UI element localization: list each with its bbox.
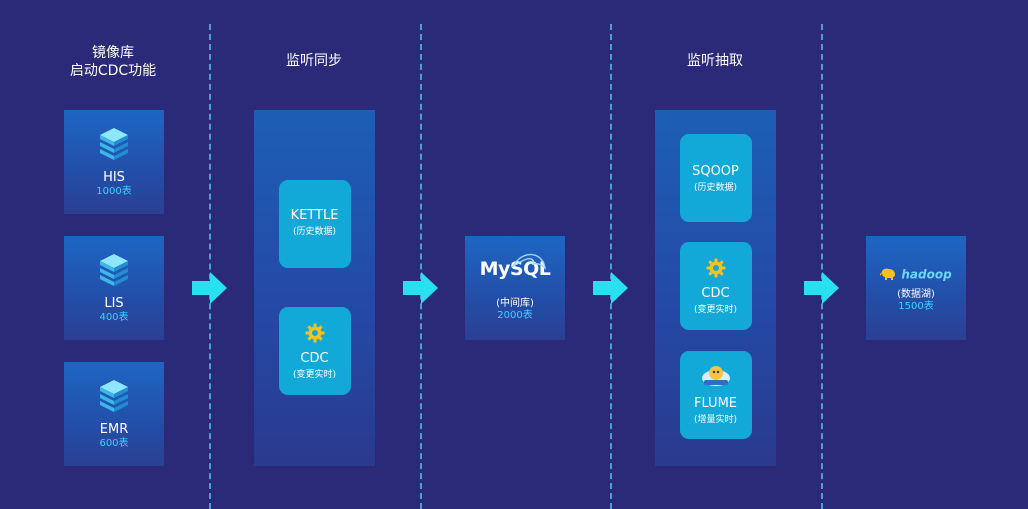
listen-sync-title: 监听同步 bbox=[214, 52, 414, 70]
divider-3 bbox=[610, 24, 612, 509]
source-card-his: HIS 1000表 bbox=[64, 110, 164, 214]
cdc-extract-tool: CDC (变更实时) bbox=[679, 242, 752, 330]
listen-extract-title-text: 监听抽取 bbox=[687, 53, 743, 69]
listen-extract-panel: SQOOP (历史数据) CDC (变更实时) bbox=[655, 110, 776, 466]
hadoop-label: (数据湖) bbox=[897, 289, 935, 300]
mysql-logo: MySQL bbox=[465, 253, 565, 280]
database-stack-icon bbox=[100, 128, 128, 160]
divider-4 bbox=[821, 24, 823, 509]
flow-arrow-icon bbox=[192, 272, 227, 304]
kettle-tool: KETTLE (历史数据) bbox=[278, 180, 351, 268]
source-card-lis: LIS 400表 bbox=[64, 236, 164, 340]
cdc-sync-tool: CDC (变更实时) bbox=[278, 307, 351, 395]
tool-name: FLUME bbox=[693, 396, 738, 411]
listen-sync-panel: KETTLE (历史数据) CDC (变更实时) bbox=[254, 110, 375, 466]
tool-note: (历史数据) bbox=[693, 183, 738, 193]
divider-2 bbox=[420, 24, 422, 509]
database-stack-icon bbox=[100, 254, 128, 286]
hadoop-count: 1500表 bbox=[898, 301, 934, 312]
mirror-title-line2: 启动CDC功能 bbox=[69, 63, 157, 79]
tool-note: (变更实时) bbox=[292, 370, 337, 380]
mysql-label: (中间库) bbox=[496, 298, 534, 309]
tool-name: CDC bbox=[701, 286, 730, 301]
source-count: 600表 bbox=[99, 438, 129, 449]
flow-arrow-icon bbox=[593, 272, 628, 304]
mysql-count: 2000表 bbox=[497, 310, 533, 321]
listen-sync-title-text: 监听同步 bbox=[286, 53, 342, 69]
gear-icon bbox=[305, 323, 324, 343]
tool-note: (历史数据) bbox=[292, 227, 337, 237]
flow-arrow-icon bbox=[403, 272, 438, 304]
hadoop-card: hadoop (数据湖) 1500表 bbox=[866, 236, 966, 340]
source-count: 1000表 bbox=[96, 186, 132, 197]
mirror-title-line1: 镜像库 bbox=[92, 45, 134, 61]
source-count: 400表 bbox=[99, 312, 129, 323]
tool-note: (增量实时) bbox=[693, 415, 738, 425]
database-stack-icon bbox=[100, 380, 128, 412]
gear-icon bbox=[706, 258, 725, 278]
source-name: EMR bbox=[99, 422, 129, 437]
source-name: LIS bbox=[104, 296, 124, 311]
source-card-emr: EMR 600表 bbox=[64, 362, 164, 466]
divider-1 bbox=[209, 24, 211, 509]
dolphin-icon bbox=[511, 253, 547, 271]
flume-logo-icon bbox=[701, 366, 730, 386]
mysql-card: MySQL (中间库) 2000表 bbox=[465, 236, 565, 340]
tool-name: CDC bbox=[300, 351, 329, 366]
hadoop-logo-text: hadoop bbox=[901, 267, 952, 282]
mirror-column-title: 镜像库 启动CDC功能 bbox=[13, 44, 213, 80]
source-name: HIS bbox=[103, 170, 125, 185]
tool-name: KETTLE bbox=[290, 208, 339, 223]
listen-extract-title: 监听抽取 bbox=[615, 52, 815, 70]
elephant-icon bbox=[880, 268, 896, 280]
sqoop-tool: SQOOP (历史数据) bbox=[679, 134, 752, 222]
flow-arrow-icon bbox=[804, 272, 839, 304]
tool-note: (变更实时) bbox=[693, 305, 738, 315]
tool-name: SQOOP bbox=[692, 164, 739, 179]
flume-tool: FLUME (增量实时) bbox=[679, 351, 752, 439]
hadoop-logo: hadoop bbox=[866, 264, 966, 283]
